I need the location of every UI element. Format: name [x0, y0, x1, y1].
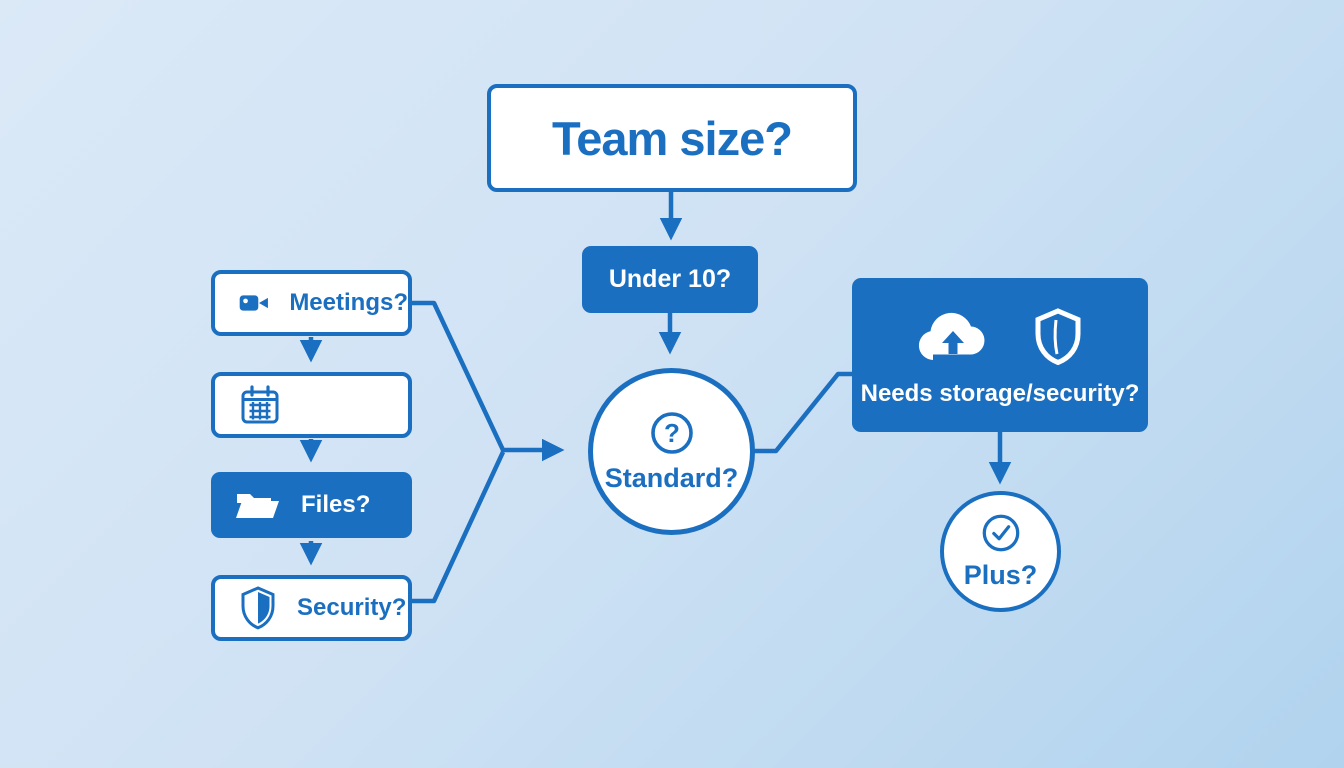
video-camera-icon — [239, 295, 268, 311]
folder-icon — [236, 494, 279, 518]
feature-meetings-label: Meetings? — [289, 289, 408, 316]
feature-calendar-node — [211, 372, 412, 438]
check-circle-icon — [982, 514, 1019, 552]
feature-security-node: Security? — [211, 575, 412, 641]
question-circle-icon: ? — [650, 412, 693, 454]
feature-files-node: Files? — [211, 472, 412, 538]
needs-storage-label: Needs storage/security? — [860, 380, 1140, 407]
under-10-node: Under 10? — [582, 246, 758, 313]
team-size-node: Team size? — [487, 84, 857, 192]
feature-files-label: Files? — [301, 491, 371, 518]
needs-storage-node: Needs storage/security? — [852, 278, 1148, 432]
feature-meetings-node: Meetings? — [211, 270, 412, 336]
standard-label: Standard? — [604, 463, 739, 493]
plus-node: Plus? — [940, 491, 1061, 612]
storage-icons-row — [916, 308, 1084, 366]
plus-label: Plus? — [963, 560, 1038, 590]
calendar-icon — [241, 385, 279, 424]
svg-text:?: ? — [664, 418, 680, 448]
team-size-label: Team size? — [552, 111, 793, 165]
standard-node: ? Standard? — [588, 368, 755, 535]
shield-half-icon — [241, 586, 275, 630]
cloud-upload-icon — [918, 312, 985, 360]
feature-security-label: Security? — [297, 594, 407, 621]
under-10-label: Under 10? — [608, 265, 732, 293]
shield-outline-icon — [1035, 308, 1081, 366]
